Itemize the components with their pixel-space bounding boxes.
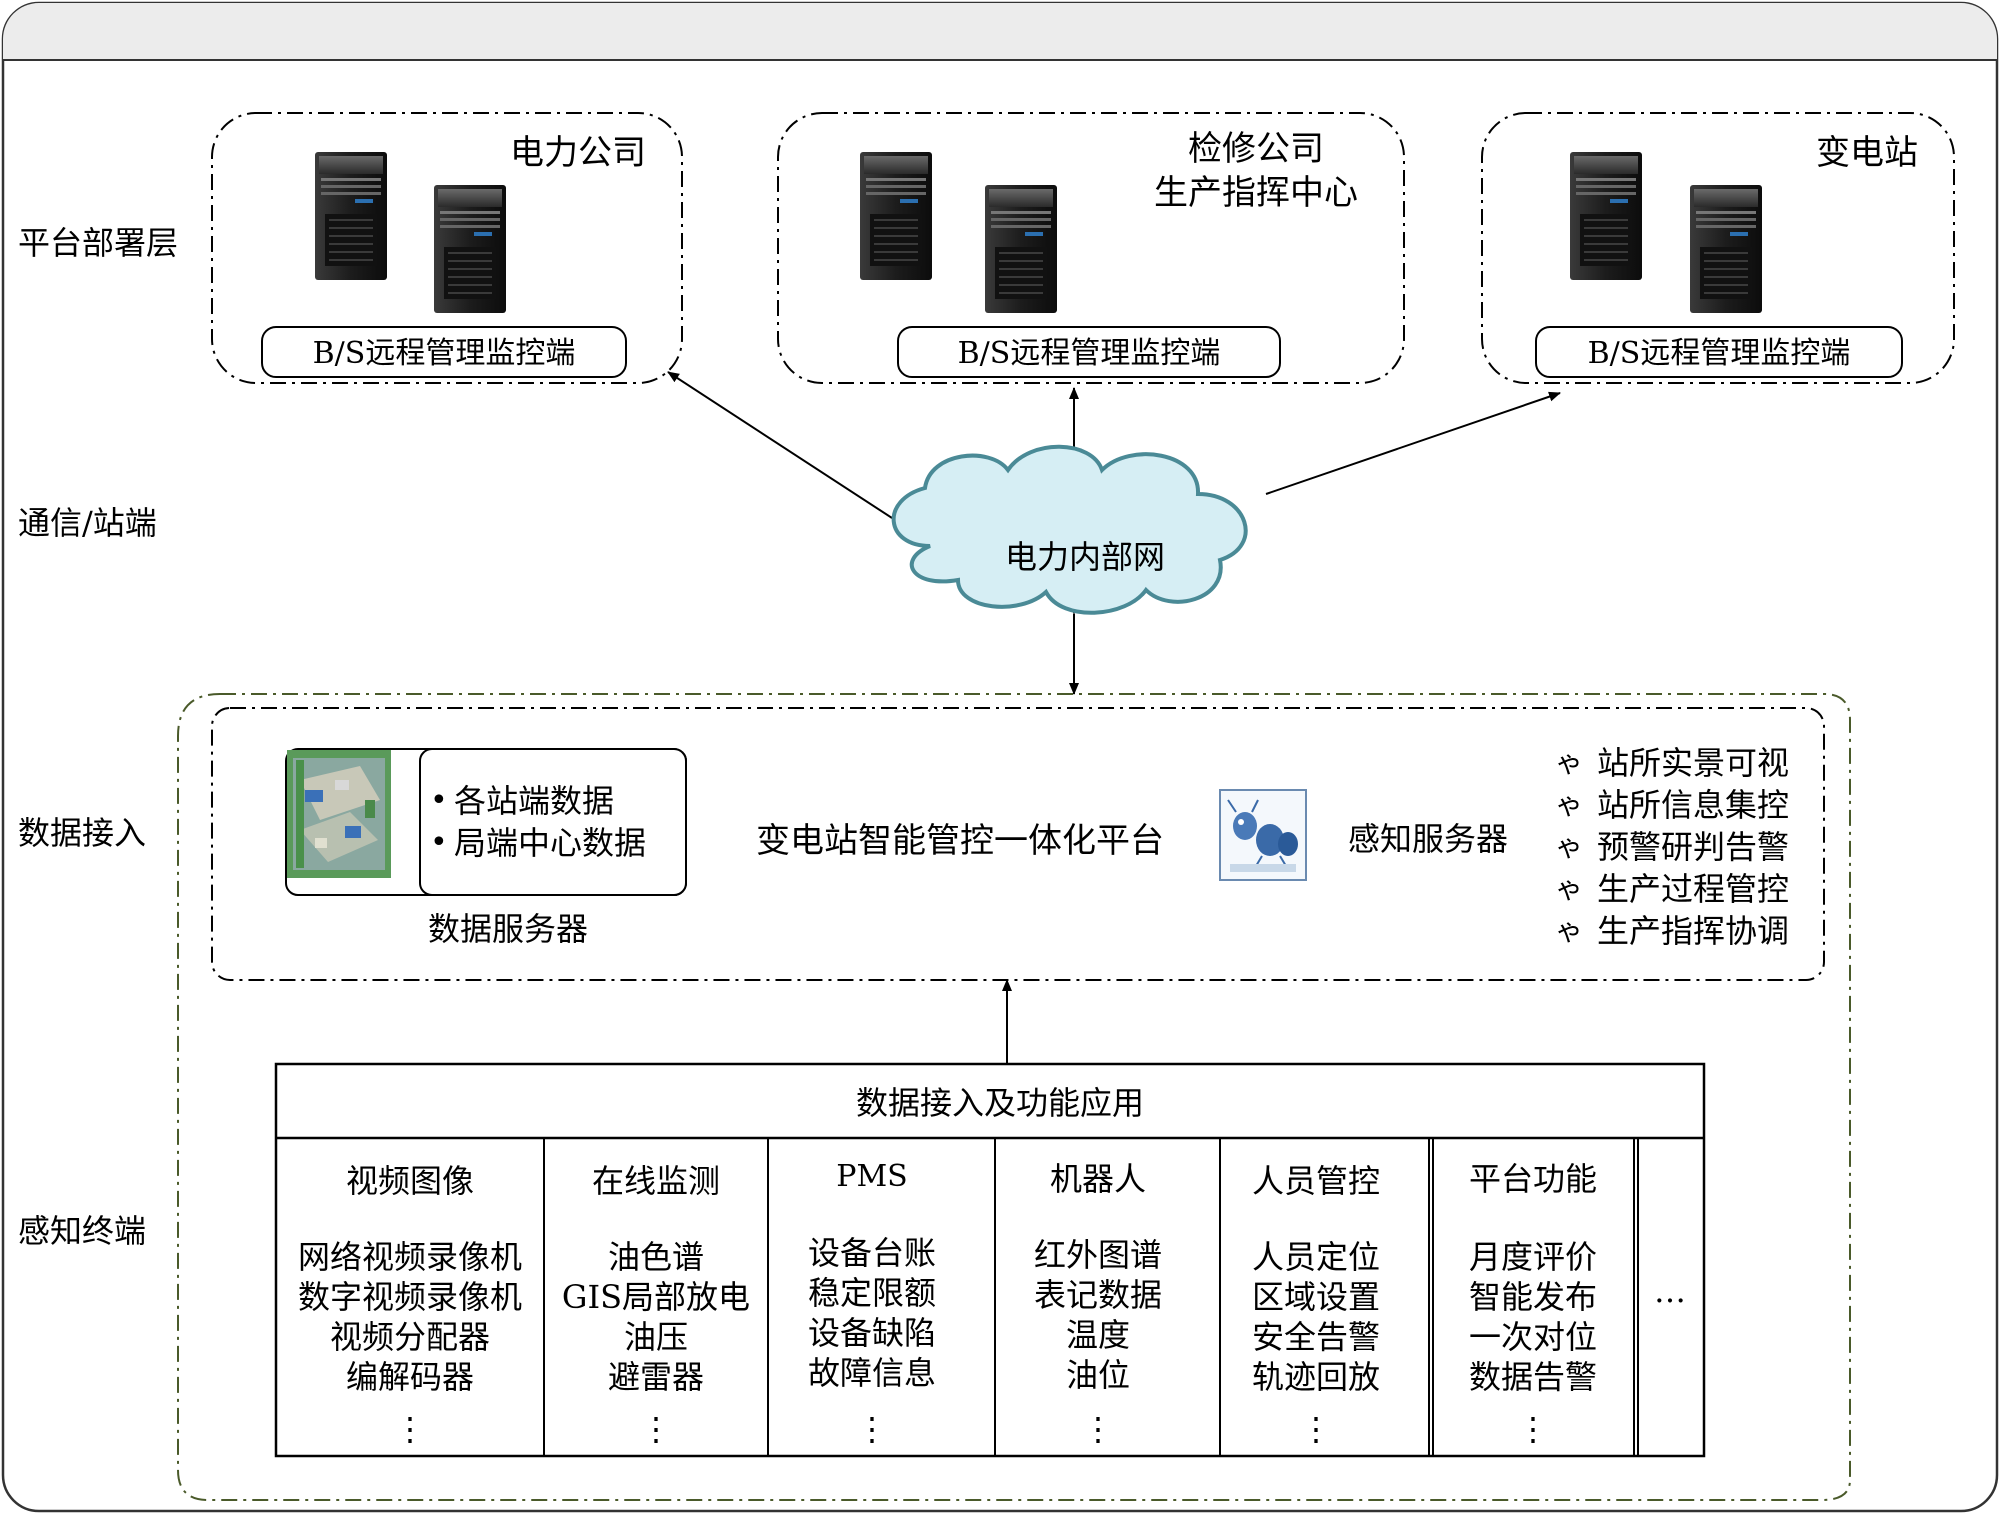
bullet: •	[430, 783, 448, 818]
bullet: ゃ	[1555, 872, 1583, 905]
network-label: 电力内部网	[1005, 538, 1165, 576]
access-table-frame	[274, 1062, 1706, 1458]
server-tower-icon	[434, 185, 506, 313]
feature-item: 站所信息集控	[1597, 786, 1789, 824]
column-item: 编解码器	[346, 1358, 474, 1396]
column-title: 视频图像	[346, 1162, 474, 1200]
column-item: 安全告警	[1252, 1318, 1380, 1356]
column-item: 避雷器	[608, 1358, 704, 1396]
continuation-ellipsis: …	[1654, 1272, 1686, 1310]
bullet: •	[430, 825, 448, 860]
site-title-line2: 生产指挥中心	[1154, 173, 1358, 213]
column-robot: 机器人 红外图谱 表记数据 温度 油位 ⋮	[1034, 1160, 1162, 1448]
server-tower-icon	[860, 152, 932, 280]
data-server-label: 数据服务器	[428, 910, 588, 948]
site-substation: 变电站 B/S远程管理监控端	[1481, 112, 1955, 384]
column-item: 油色谱	[608, 1238, 704, 1276]
column-online-monitoring: 在线监测 油色谱 GIS局部放电 油压 避雷器 ⋮	[562, 1162, 750, 1448]
site-title: 电力公司	[510, 133, 646, 173]
column-item: 视频分配器	[330, 1318, 490, 1356]
column-title: 机器人	[1050, 1160, 1146, 1198]
layer-label-terminal: 感知终端	[18, 1212, 146, 1250]
column-item: 油压	[624, 1318, 688, 1356]
layer-label-data-access: 数据接入	[18, 814, 146, 852]
bs-client-box	[897, 326, 1281, 378]
feature-item: 预警研判告警	[1597, 828, 1789, 866]
site-maintenance-company: 检修公司 生产指挥中心 B/S远程管理监控端	[777, 112, 1405, 384]
layer-label-platform: 平台部署层	[18, 224, 178, 262]
bs-client-label: B/S远程管理监控端	[313, 336, 576, 371]
column-title: PMS	[836, 1159, 907, 1194]
bs-client-label: B/S远程管理监控端	[1588, 336, 1851, 371]
feature-item: 生产指挥协调	[1597, 912, 1789, 950]
column-item: 油位	[1066, 1356, 1130, 1394]
column-item: 红外图谱	[1034, 1236, 1162, 1274]
platform-title: 变电站智能管控一体化平台	[756, 821, 1164, 861]
column-item: 智能发布	[1469, 1278, 1597, 1316]
column-title: 平台功能	[1469, 1160, 1597, 1198]
cloud-icon: 电力内部网	[891, 444, 1248, 615]
access-table-header: 数据接入及功能应用	[856, 1084, 1144, 1122]
feature-item: 站所实景可视	[1597, 744, 1789, 782]
site-title: 变电站	[1816, 133, 1918, 173]
vertical-ellipsis: ⋮	[640, 1410, 672, 1448]
column-item: 表记数据	[1034, 1276, 1162, 1314]
bullet: ゃ	[1555, 830, 1583, 863]
data-item: 局端中心数据	[454, 824, 646, 862]
server-tower-icon	[1570, 152, 1642, 280]
vertical-ellipsis: ⋮	[394, 1410, 426, 1448]
column-item: 故障信息	[808, 1354, 936, 1392]
column-item: 稳定限额	[808, 1274, 936, 1312]
bullet: ゃ	[1555, 788, 1583, 821]
vertical-ellipsis: ⋮	[1082, 1410, 1114, 1448]
arrow-to-substation	[1265, 391, 1561, 495]
feature-list: ゃ 站所实景可视 ゃ 站所信息集控 ゃ 预警研判告警 ゃ 生产过程管控 ゃ 生产…	[1555, 744, 1789, 950]
access-table: 数据接入及功能应用 视频图像 网络视频录像机 数字视频录像机 视频分配器 编解码…	[274, 1062, 1706, 1458]
vertical-ellipsis: ⋮	[1300, 1410, 1332, 1448]
layer-label-communication: 通信/站端	[18, 504, 157, 542]
data-server-content-box	[419, 748, 687, 896]
column-item: 数据告警	[1469, 1358, 1597, 1396]
substation-map-icon	[287, 750, 391, 878]
site-power-company: 电力公司 B/S远程管理监控端	[211, 112, 683, 384]
column-item: 设备缺陷	[808, 1314, 936, 1352]
header-band	[3, 3, 1997, 60]
server-tower-icon	[985, 185, 1057, 313]
bs-client-box	[1535, 326, 1903, 378]
vertical-ellipsis: ⋮	[1517, 1410, 1549, 1448]
bs-client-label: B/S远程管理监控端	[958, 336, 1221, 371]
column-item: 月度评价	[1469, 1238, 1597, 1276]
sensing-server-label: 感知服务器	[1348, 820, 1508, 858]
platform-box	[211, 707, 1825, 981]
site-title-line1: 检修公司	[1188, 129, 1324, 169]
server-tower-icon	[315, 152, 387, 280]
column-item: 轨迹回放	[1252, 1358, 1380, 1396]
column-item: 区域设置	[1252, 1278, 1380, 1316]
data-item: 各站端数据	[454, 782, 614, 820]
bullet: ゃ	[1555, 914, 1583, 947]
column-item: 网络视频录像机	[298, 1238, 522, 1276]
data-server: • 各站端数据 • 局端中心数据 数据服务器	[285, 748, 687, 948]
column-pms: PMS 设备台账 稳定限额 设备缺陷 故障信息 ⋮	[808, 1159, 936, 1448]
column-item: GIS局部放电	[562, 1278, 750, 1316]
column-video: 视频图像 网络视频录像机 数字视频录像机 视频分配器 编解码器 ⋮	[298, 1162, 522, 1448]
column-item: 数字视频录像机	[298, 1278, 522, 1316]
sensing-robot-icon	[1219, 789, 1307, 881]
bs-client-box	[261, 326, 627, 378]
column-personnel-control: 人员管控 人员定位 区域设置 安全告警 轨迹回放 ⋮	[1252, 1162, 1380, 1448]
column-item: 人员定位	[1252, 1238, 1380, 1276]
column-platform-functions: 平台功能 月度评价 智能发布 一次对位 数据告警 ⋮	[1469, 1160, 1597, 1448]
bullet: ゃ	[1555, 746, 1583, 779]
column-title: 在线监测	[592, 1162, 720, 1200]
column-item: 温度	[1066, 1316, 1130, 1354]
server-tower-icon	[1690, 185, 1762, 313]
column-title: 人员管控	[1252, 1162, 1380, 1200]
vertical-ellipsis: ⋮	[856, 1410, 888, 1448]
column-item: 设备台账	[808, 1234, 936, 1272]
feature-item: 生产过程管控	[1597, 870, 1789, 908]
column-item: 一次对位	[1469, 1318, 1597, 1356]
arrow-to-power-company	[667, 371, 893, 519]
